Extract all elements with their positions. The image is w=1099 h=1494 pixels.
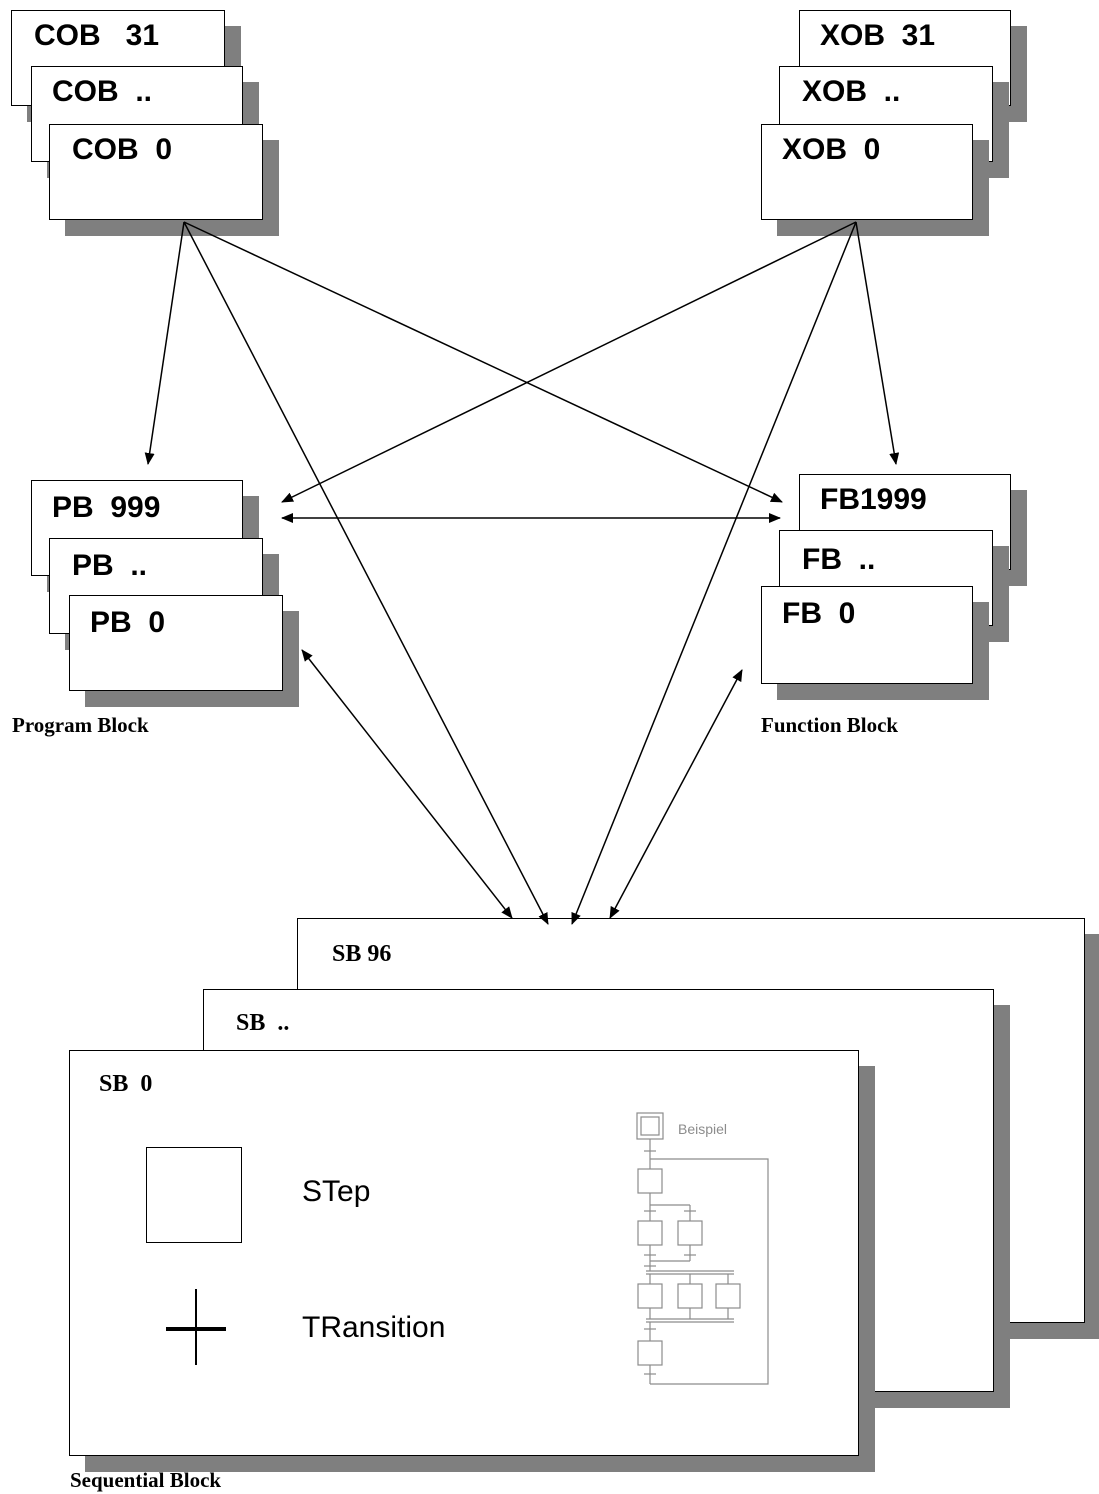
sb-dots-label: SB .. <box>236 1010 290 1036</box>
fb-0-block: FB 0 <box>761 586 973 684</box>
sequential-block-caption: Sequential Block <box>70 1468 222 1492</box>
fb-0-label: FB 0 <box>782 597 856 630</box>
pb-0-block: PB 0 <box>69 595 283 691</box>
sb-0-label: SB 0 <box>99 1071 153 1097</box>
fb-1999-label: FB1999 <box>820 483 927 516</box>
transition-legend-label: TRansition <box>302 1311 446 1344</box>
arrow-fb-sb <box>609 669 743 919</box>
arrow-cob-to-sb <box>183 221 549 925</box>
cob-31-label: COB 31 <box>34 19 160 52</box>
fb-dots-label: FB .. <box>802 543 876 576</box>
sb-96-label: SB 96 <box>332 941 392 967</box>
pb-0-label: PB 0 <box>90 606 166 639</box>
xob-31-label: XOB 31 <box>820 19 936 52</box>
cob-0-label: COB 0 <box>72 133 173 166</box>
xob-0-label: XOB 0 <box>782 133 881 166</box>
arrow-xob-to-pb <box>281 221 857 503</box>
sb-0-block: SB 0 STep TRansition <box>69 1050 859 1456</box>
xob-dots-label: XOB .. <box>802 75 901 108</box>
program-block-caption: Program Block <box>12 713 149 737</box>
example-label: Beispiel <box>678 1121 727 1137</box>
cob-0-block: COB 0 <box>49 124 263 220</box>
step-legend-label: STep <box>302 1175 371 1208</box>
xob-0-block: XOB 0 <box>761 124 973 220</box>
arrow-cob-to-pb <box>144 221 185 465</box>
pb-dots-label: PB .. <box>72 549 148 582</box>
cob-dots-label: COB .. <box>52 75 153 108</box>
transition-symbol <box>166 1289 226 1365</box>
arrow-pb-sb <box>301 649 513 919</box>
arrow-xob-to-sb <box>571 221 857 925</box>
arrow-xob-to-fb <box>855 221 900 465</box>
step-symbol <box>146 1147 242 1243</box>
arrow-cob-to-fb <box>183 221 783 503</box>
grafcet-example: Beispiel <box>636 1112 769 1385</box>
pb-999-label: PB 999 <box>52 491 161 524</box>
function-block-caption: Function Block <box>761 713 899 737</box>
